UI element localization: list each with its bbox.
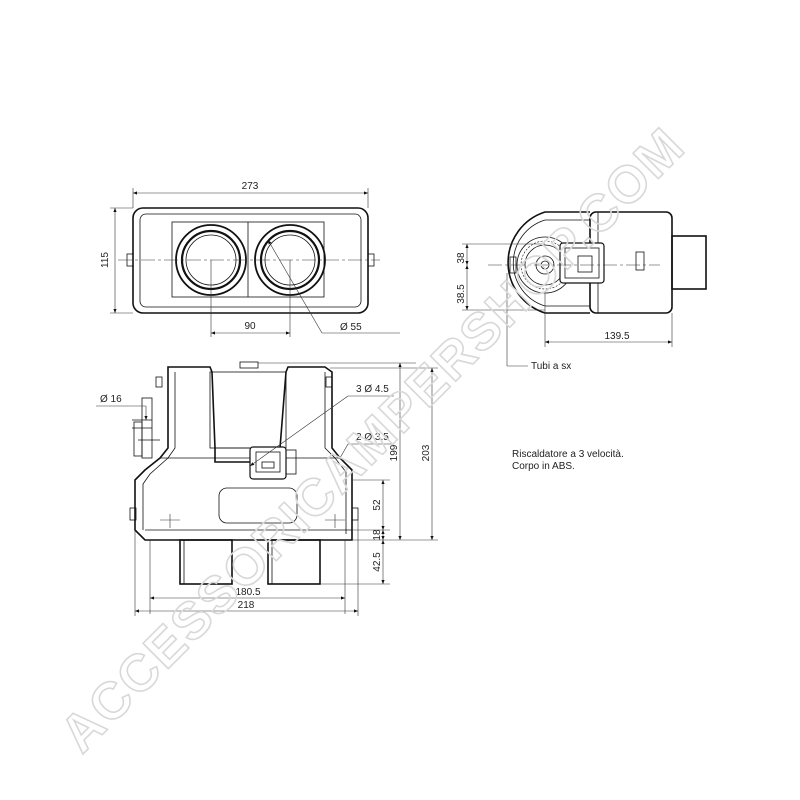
dim-38: 38 [456, 252, 467, 264]
side-view-outlet [671, 235, 707, 290]
motor-bracket [559, 242, 605, 284]
dim-273: 273 [242, 181, 259, 192]
top-view: 273 115 90 Ø 55 [100, 181, 400, 337]
description-line-2: Corpo in ABS. [512, 461, 575, 472]
dim-115: 115 [100, 252, 111, 268]
dim-180-5: 180.5 [235, 587, 260, 598]
dim-199: 199 [389, 444, 400, 461]
dim-218: 218 [238, 600, 255, 611]
dim-18: 18 [372, 529, 383, 541]
top-view-inner-edge [139, 213, 362, 308]
speed-switch [249, 446, 297, 480]
dim-38-5: 38.5 [456, 284, 467, 304]
bottom-outlet-right [267, 539, 321, 585]
side-view-rounded-end [507, 211, 590, 314]
dim-52: 52 [372, 499, 383, 511]
dim-139-5: 139.5 [604, 331, 629, 342]
front-view: Ø 16 3 Ø 4.5 2 Ø 3.5 199 203 52 18 42.5 [96, 361, 438, 616]
label-holes-4-5: 3 Ø 4.5 [356, 384, 389, 395]
dim-outlet-diameter: Ø 55 [340, 322, 362, 333]
bottom-outlet-left [179, 539, 233, 585]
dim-203: 203 [421, 444, 432, 461]
control-panel-cutout [218, 487, 298, 524]
description: Riscaldatore a 3 velocità. Corpo in ABS. [512, 449, 624, 472]
dim-90: 90 [244, 321, 256, 332]
description-line-1: Riscaldatore a 3 velocità. [512, 449, 624, 460]
front-view-body [134, 366, 353, 541]
dim-pipe-diameter: Ø 16 [100, 394, 122, 405]
dim-42-5: 42.5 [372, 552, 383, 572]
side-view: 38 38.5 139.5 Tubi a sx [456, 211, 707, 372]
callout-pipes-left: Tubi a sx [531, 361, 571, 372]
label-holes-3-5: 2 Ø 3.5 [356, 432, 389, 443]
pipe-stubs [132, 397, 160, 459]
